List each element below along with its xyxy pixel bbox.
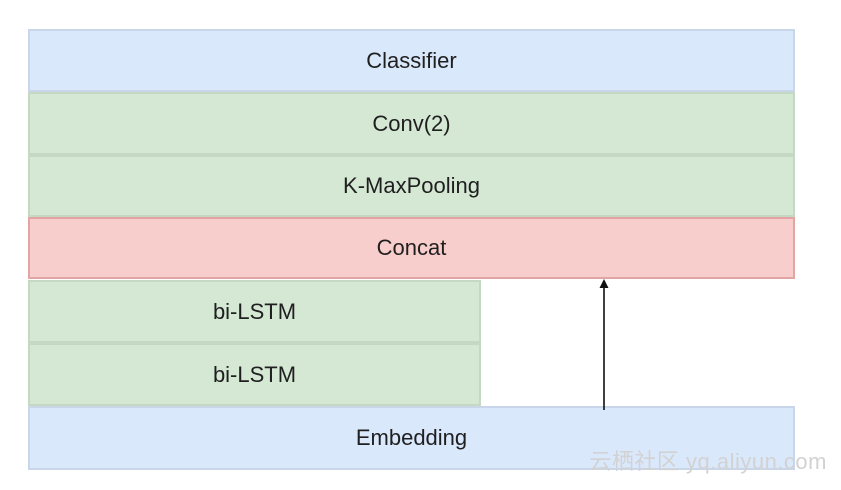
concat-layer: Concat	[28, 217, 795, 279]
classifier-label: Classifier	[366, 47, 457, 73]
arrow-head	[599, 279, 609, 288]
embedding-layer: Embedding	[28, 406, 795, 470]
kmax-pooling-label: K-MaxPooling	[343, 173, 480, 198]
conv-label: Conv(2)	[372, 110, 451, 136]
embedding-label: Embedding	[355, 425, 468, 450]
bilstm-top-label: bi-LSTM	[212, 298, 297, 324]
skip-connection-arrow	[599, 279, 609, 410]
watermark: 云栖社区 yq.aliyun.com	[589, 449, 827, 474]
bilstm-layer-bottom: bi-LSTM	[28, 343, 481, 406]
bilstm-bottom-label: bi-LSTM	[212, 361, 297, 387]
bilstm-layer-top: bi-LSTM	[28, 280, 481, 343]
conv-layer: Conv(2)	[28, 92, 795, 155]
concat-label: Concat	[376, 235, 447, 260]
kmax-pooling-layer: K-MaxPooling	[28, 155, 795, 217]
classifier-layer: Classifier	[28, 29, 795, 92]
